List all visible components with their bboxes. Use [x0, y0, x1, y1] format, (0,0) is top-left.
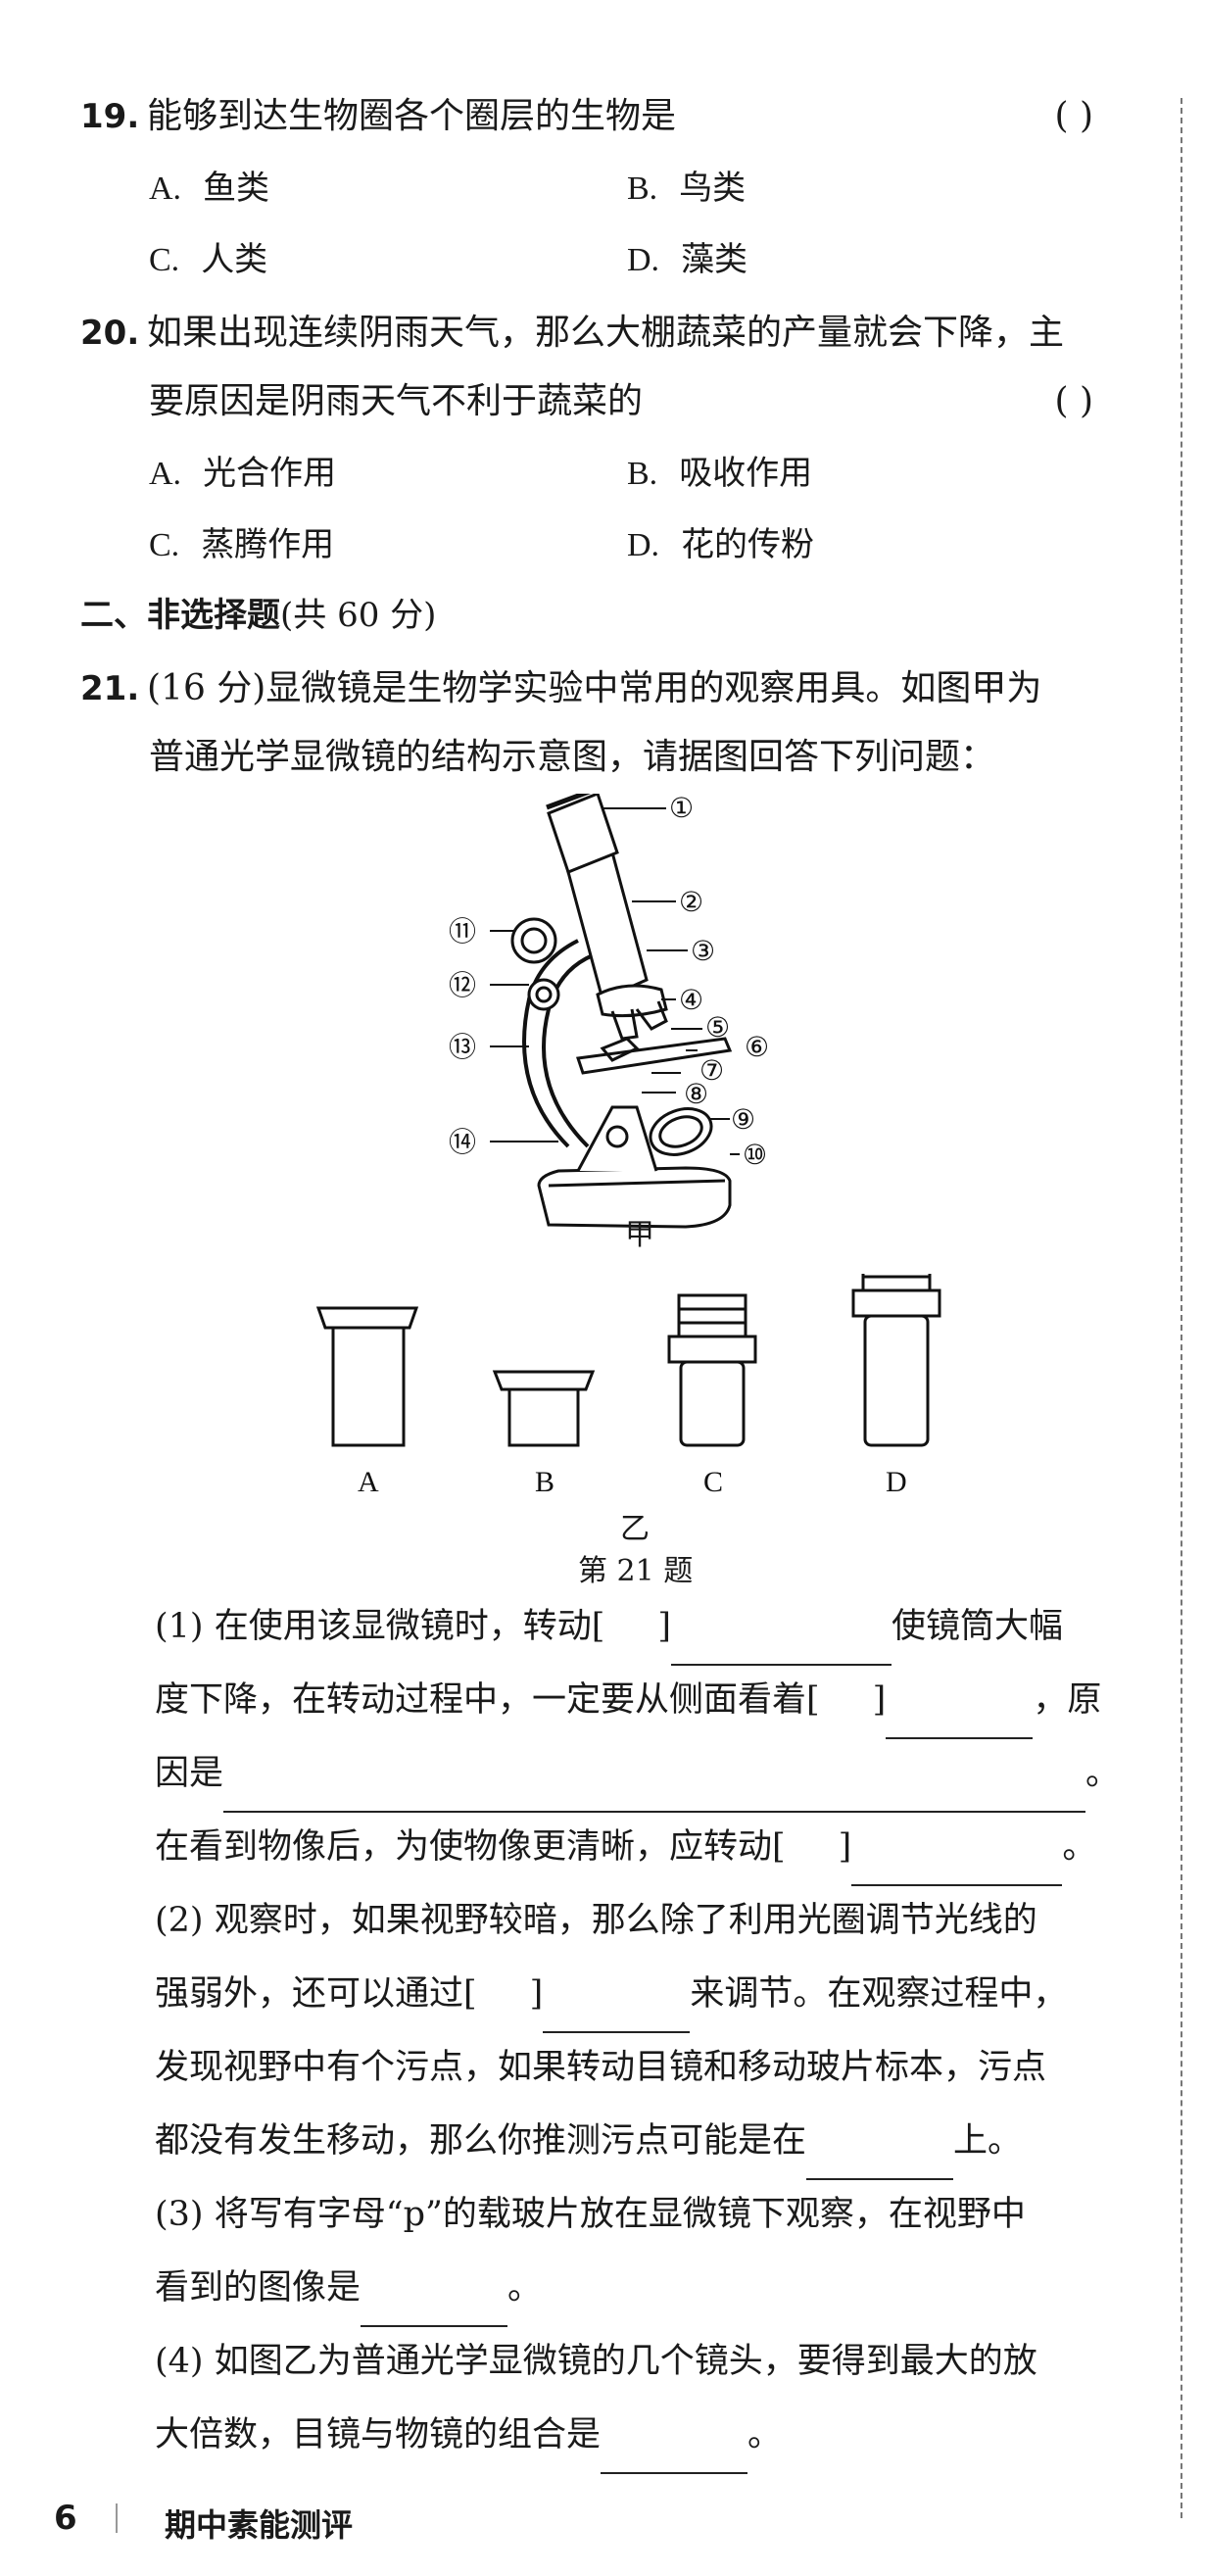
binding-line [1181, 98, 1182, 2518]
lens-label-d: D [886, 1466, 907, 1498]
question-20-stem: 20.如果出现连续阴雨天气，那么大棚蔬菜的产量就会下降，主 要原因是阴雨天气不利… [80, 299, 1146, 436]
label-3: ③ [691, 937, 715, 967]
label-4: ④ [679, 986, 703, 1016]
q21-part2-line4: 都没有发生移动，那么你推测污点可能是在上。 [155, 2102, 1144, 2180]
question-21-text-line1: (16 分)显微镜是生物学实验中常用的观察用具。如图甲为 [147, 668, 1042, 708]
question-20-number: 20. [80, 314, 140, 353]
q21-part4-line1: (4) 如图乙为普通光学显微镜的几个镜头，要得到最大的放 [155, 2342, 1037, 2381]
q19-option-c: C.人类 [149, 240, 268, 279]
answer-blank[interactable] [851, 1837, 1063, 1886]
footer-title: 期中素能测评 [165, 2506, 354, 2544]
label-9: ⑨ [731, 1105, 755, 1136]
q21-part1-line1: (1) 在使用该显微镜时，转动[]使镜筒大幅 [155, 1587, 1144, 1666]
label-1: ① [669, 794, 694, 824]
label-14: ⑭ [449, 1127, 476, 1158]
label-7: ⑦ [699, 1056, 724, 1087]
question-19-number: 19. [80, 97, 140, 136]
section-2-title: 二、非选择题 [80, 596, 280, 635]
q21-part1-line3: 因是。 [155, 1734, 1144, 1813]
lens-label-a: A [358, 1466, 379, 1498]
lens-label-c: C [703, 1466, 723, 1498]
q20-option-c: C.蒸腾作用 [149, 525, 335, 564]
question-20-text-line1: 如果出现连续阴雨天气，那么大棚蔬菜的产量就会下降，主 [147, 313, 1065, 353]
answer-blank[interactable] [361, 2278, 508, 2327]
footer-divider [116, 2503, 118, 2533]
label-5: ⑤ [705, 1013, 730, 1044]
answer-blank[interactable] [543, 1984, 691, 2033]
question-19-answer-paren: ( ) [1054, 96, 1093, 136]
q21-part3-line1: (3) 将写有字母“p”的载玻片放在显微镜下观察，在视野中 [155, 2195, 1026, 2234]
figure-yi-caption: 乙 [620, 1512, 650, 1546]
answer-blank[interactable] [601, 2425, 748, 2474]
question-20-text-line2: 要原因是阴雨天气不利于蔬菜的 [149, 381, 644, 421]
page-number: 6 [54, 2499, 77, 2538]
question-21-stem: 21.(16 分)显微镜是生物学实验中常用的观察用具。如图甲为 普通光学显微镜的… [80, 655, 1146, 792]
question-20-answer-paren: ( ) [1054, 381, 1093, 421]
q21-part1-line4: 在看到物像后，为使物像更清晰，应转动[]。 [155, 1808, 1144, 1886]
label-6: ⑥ [745, 1033, 769, 1063]
q19-option-a: A.鱼类 [149, 169, 270, 208]
label-13: ⑬ [449, 1032, 476, 1063]
q20-option-d: D.花的传粉 [627, 525, 815, 564]
section-2-score: (共 60 分) [280, 596, 437, 635]
figure-jia-caption: 甲 [625, 1218, 654, 1252]
q21-part2-line1: (2) 观察时，如果视野较暗，那么除了利用光圈调节光线的 [155, 1901, 1037, 1940]
q19-option-b: B.鸟类 [627, 169, 747, 208]
label-10: ⑩ [743, 1141, 767, 1171]
answer-blank[interactable] [806, 2131, 954, 2180]
q21-part3-line2: 看到的图像是。 [155, 2249, 1144, 2327]
q20-option-a: A.光合作用 [149, 454, 337, 493]
answer-blank[interactable] [886, 1690, 1034, 1739]
lens-label-b: B [535, 1466, 554, 1498]
q21-part1-line2: 度下降，在转动过程中，一定要从侧面看着[]，原 [155, 1661, 1144, 1739]
figure-number-caption: 第 21 题 [578, 1554, 694, 1588]
question-19-stem: 19.能够到达生物圈各个圈层的生物是 ( ) [80, 82, 1146, 151]
label-12: ⑫ [449, 970, 476, 1001]
question-19-text: 能够到达生物圈各个圈层的生物是 [147, 96, 677, 136]
answer-blank[interactable] [223, 1764, 1086, 1813]
label-11: ⑪ [449, 916, 476, 948]
q21-part2-line2: 强弱外，还可以通过[]来调节。在观察过程中， [155, 1955, 1144, 2033]
q20-option-b: B.吸收作用 [627, 454, 813, 493]
q21-part4-line2: 大倍数，目镜与物镜的组合是。 [155, 2396, 1144, 2474]
answer-blank[interactable] [671, 1617, 892, 1666]
q19-option-d: D.藻类 [627, 240, 748, 279]
lenses-diagram: A B C D [315, 1274, 941, 1498]
question-21-text-line2: 普通光学显微镜的结构示意图，请据图回答下列问题： [149, 737, 996, 777]
label-8: ⑧ [684, 1080, 708, 1110]
label-2: ② [679, 888, 703, 918]
q21-part2-line3: 发现视野中有个污点，如果转动目镜和移动玻片标本，污点 [155, 2048, 1047, 2087]
microscope-diagram: ① ② ③ ④ ⑤ ⑥ ⑦ ⑧ ⑨ ⑩ ⑪ ⑫ ⑬ ⑭ [449, 794, 769, 1229]
section-2-heading: 二、非选择题(共 60 分) [80, 588, 436, 636]
question-21-number: 21. [80, 669, 140, 708]
